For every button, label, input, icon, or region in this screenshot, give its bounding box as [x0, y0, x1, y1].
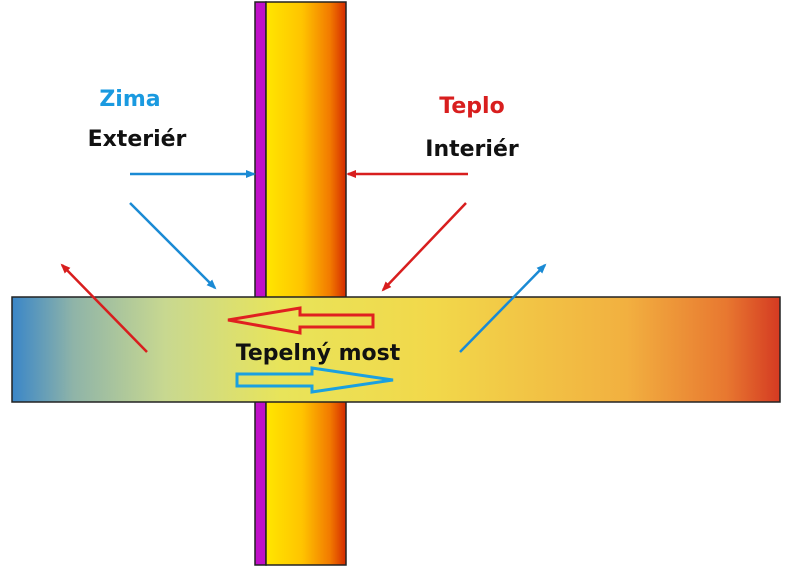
thermal-bridge-beam: [11, 296, 781, 403]
heat-flow-outline-arrow-left: [227, 306, 375, 335]
exterior-label: Exteriér: [88, 127, 187, 152]
warm-arrow-diagonal: [381, 202, 467, 292]
cold-escape-arrow: [459, 263, 547, 353]
interior-label: Interiér: [425, 137, 519, 162]
wall-insulation: [265, 1, 347, 566]
cold-flow-outline-arrow-right: [235, 366, 394, 394]
thermal-bridge-label: Tepelný most: [236, 341, 401, 366]
wall: [254, 1, 347, 566]
cold-arrow-diagonal: [129, 202, 217, 290]
wall-membrane: [254, 1, 267, 566]
warm-escape-arrow: [60, 263, 148, 353]
warm-label: Teplo: [439, 94, 504, 119]
cold-label: Zima: [99, 87, 160, 112]
